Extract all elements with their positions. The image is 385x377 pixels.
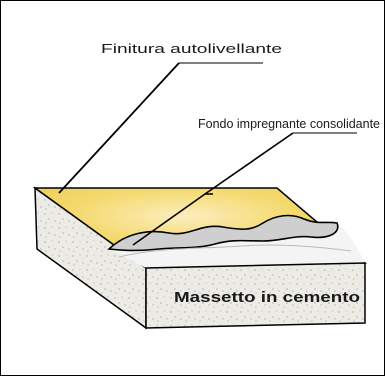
primer-leader-line-2 xyxy=(204,132,294,195)
label-fondo: Fondo impregnante consolidante xyxy=(198,116,380,131)
block-front-face xyxy=(145,262,366,329)
label-finitura: Finitura autolivellante xyxy=(101,41,282,56)
finish-leader-line xyxy=(58,62,180,194)
label-massetto: Massetto in cemento xyxy=(174,290,360,306)
cut-texture-line xyxy=(118,244,352,258)
primer-layer xyxy=(107,214,339,252)
